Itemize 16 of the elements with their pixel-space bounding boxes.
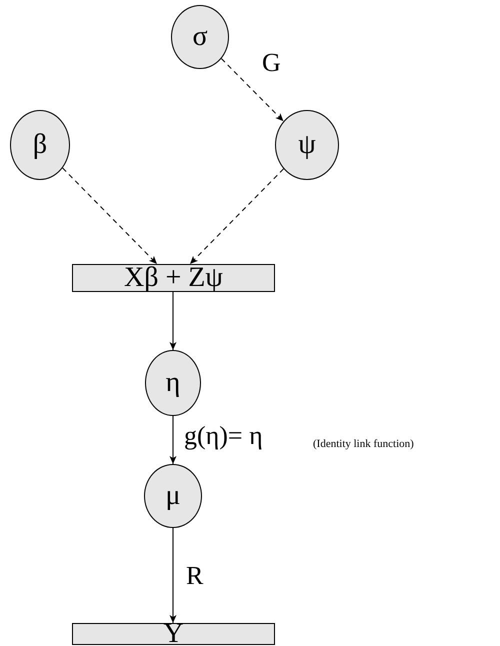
arrow [170, 292, 176, 350]
edge-label: g(η)= η [184, 423, 263, 449]
arrow [190, 168, 284, 264]
variable-circle: ψ [275, 110, 339, 180]
edge-label: R [186, 563, 204, 589]
note-text: (Identity link function) [313, 439, 414, 450]
formula-box: Xβ + Zψ [72, 264, 275, 292]
edge-label: G [262, 50, 281, 76]
arrow [170, 528, 176, 624]
variable-circle: σ [171, 5, 229, 69]
arrow [62, 168, 158, 264]
variable-circle: β [10, 110, 70, 180]
arrow [170, 416, 176, 464]
arrow [220, 58, 284, 122]
variable-circle: η [145, 350, 201, 416]
variable-circle: μ [144, 464, 202, 528]
